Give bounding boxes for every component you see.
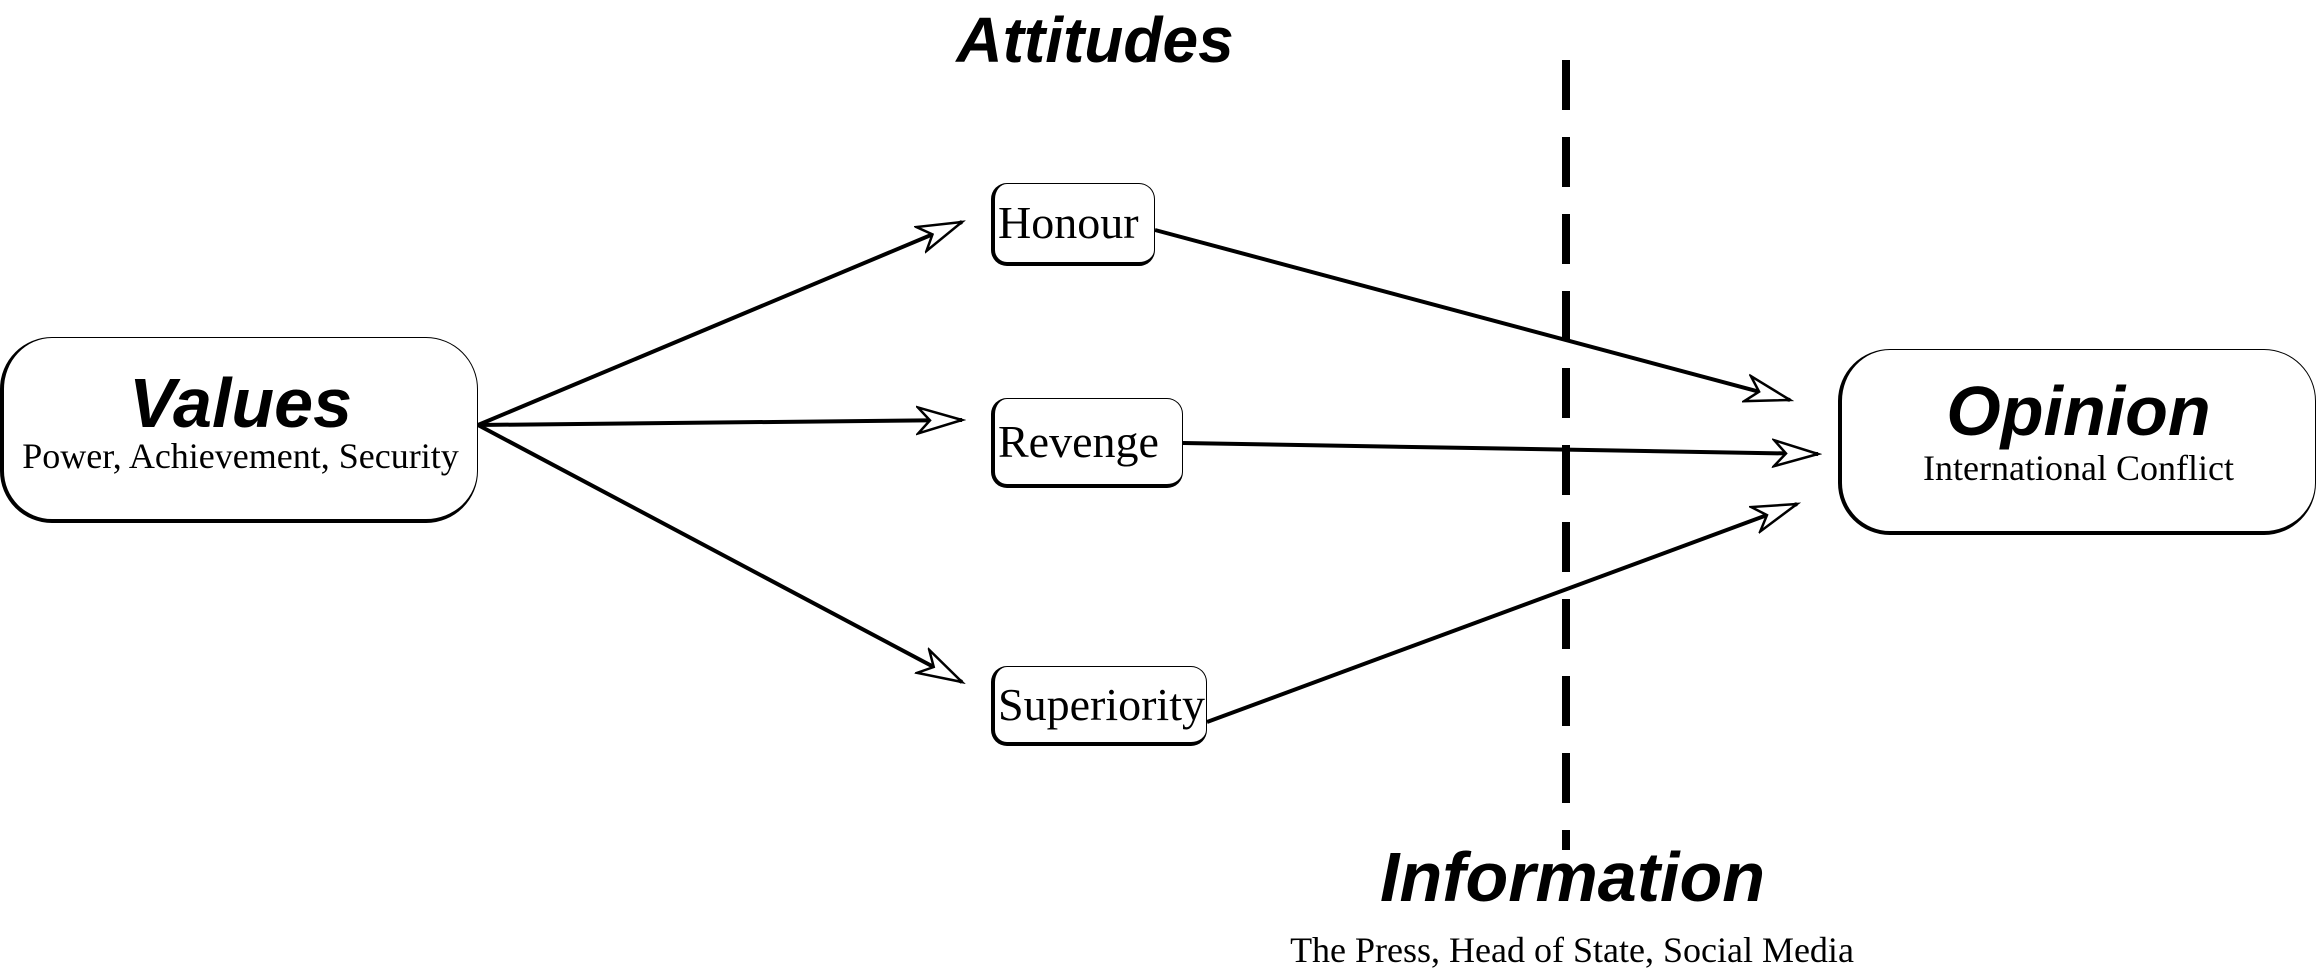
superiority-node: Superiority bbox=[991, 666, 1207, 746]
revenge-node: Revenge bbox=[991, 398, 1183, 488]
edge-superiority-to-opinion-arrow bbox=[1206, 502, 1797, 724]
values-subtitle: Power, Achievement, Security bbox=[22, 436, 459, 476]
edge-revenge-to-opinion-arrow bbox=[1182, 443, 1818, 454]
honour-node: Honour bbox=[991, 183, 1155, 266]
information-subtitle: The Press, Head of State, Social Media bbox=[1290, 930, 1854, 970]
values-node: Values Power, Achievement, Security bbox=[0, 337, 478, 523]
edge-honour-to-opinion-arrow bbox=[1154, 228, 1790, 400]
opinion-node: Opinion International Conflict bbox=[1838, 349, 2316, 535]
edge-values-to-honour-arrow bbox=[477, 220, 962, 427]
opinion-title: Opinion bbox=[1946, 372, 2211, 450]
edge-values-to-superiority-arrow bbox=[477, 423, 962, 682]
edge-values-to-revenge-arrow bbox=[477, 420, 962, 425]
information-title: Information bbox=[1380, 838, 1765, 916]
attitudes-heading: Attitudes bbox=[956, 4, 1234, 76]
opinion-subtitle: International Conflict bbox=[1923, 448, 2234, 488]
values-title: Values bbox=[128, 364, 353, 442]
